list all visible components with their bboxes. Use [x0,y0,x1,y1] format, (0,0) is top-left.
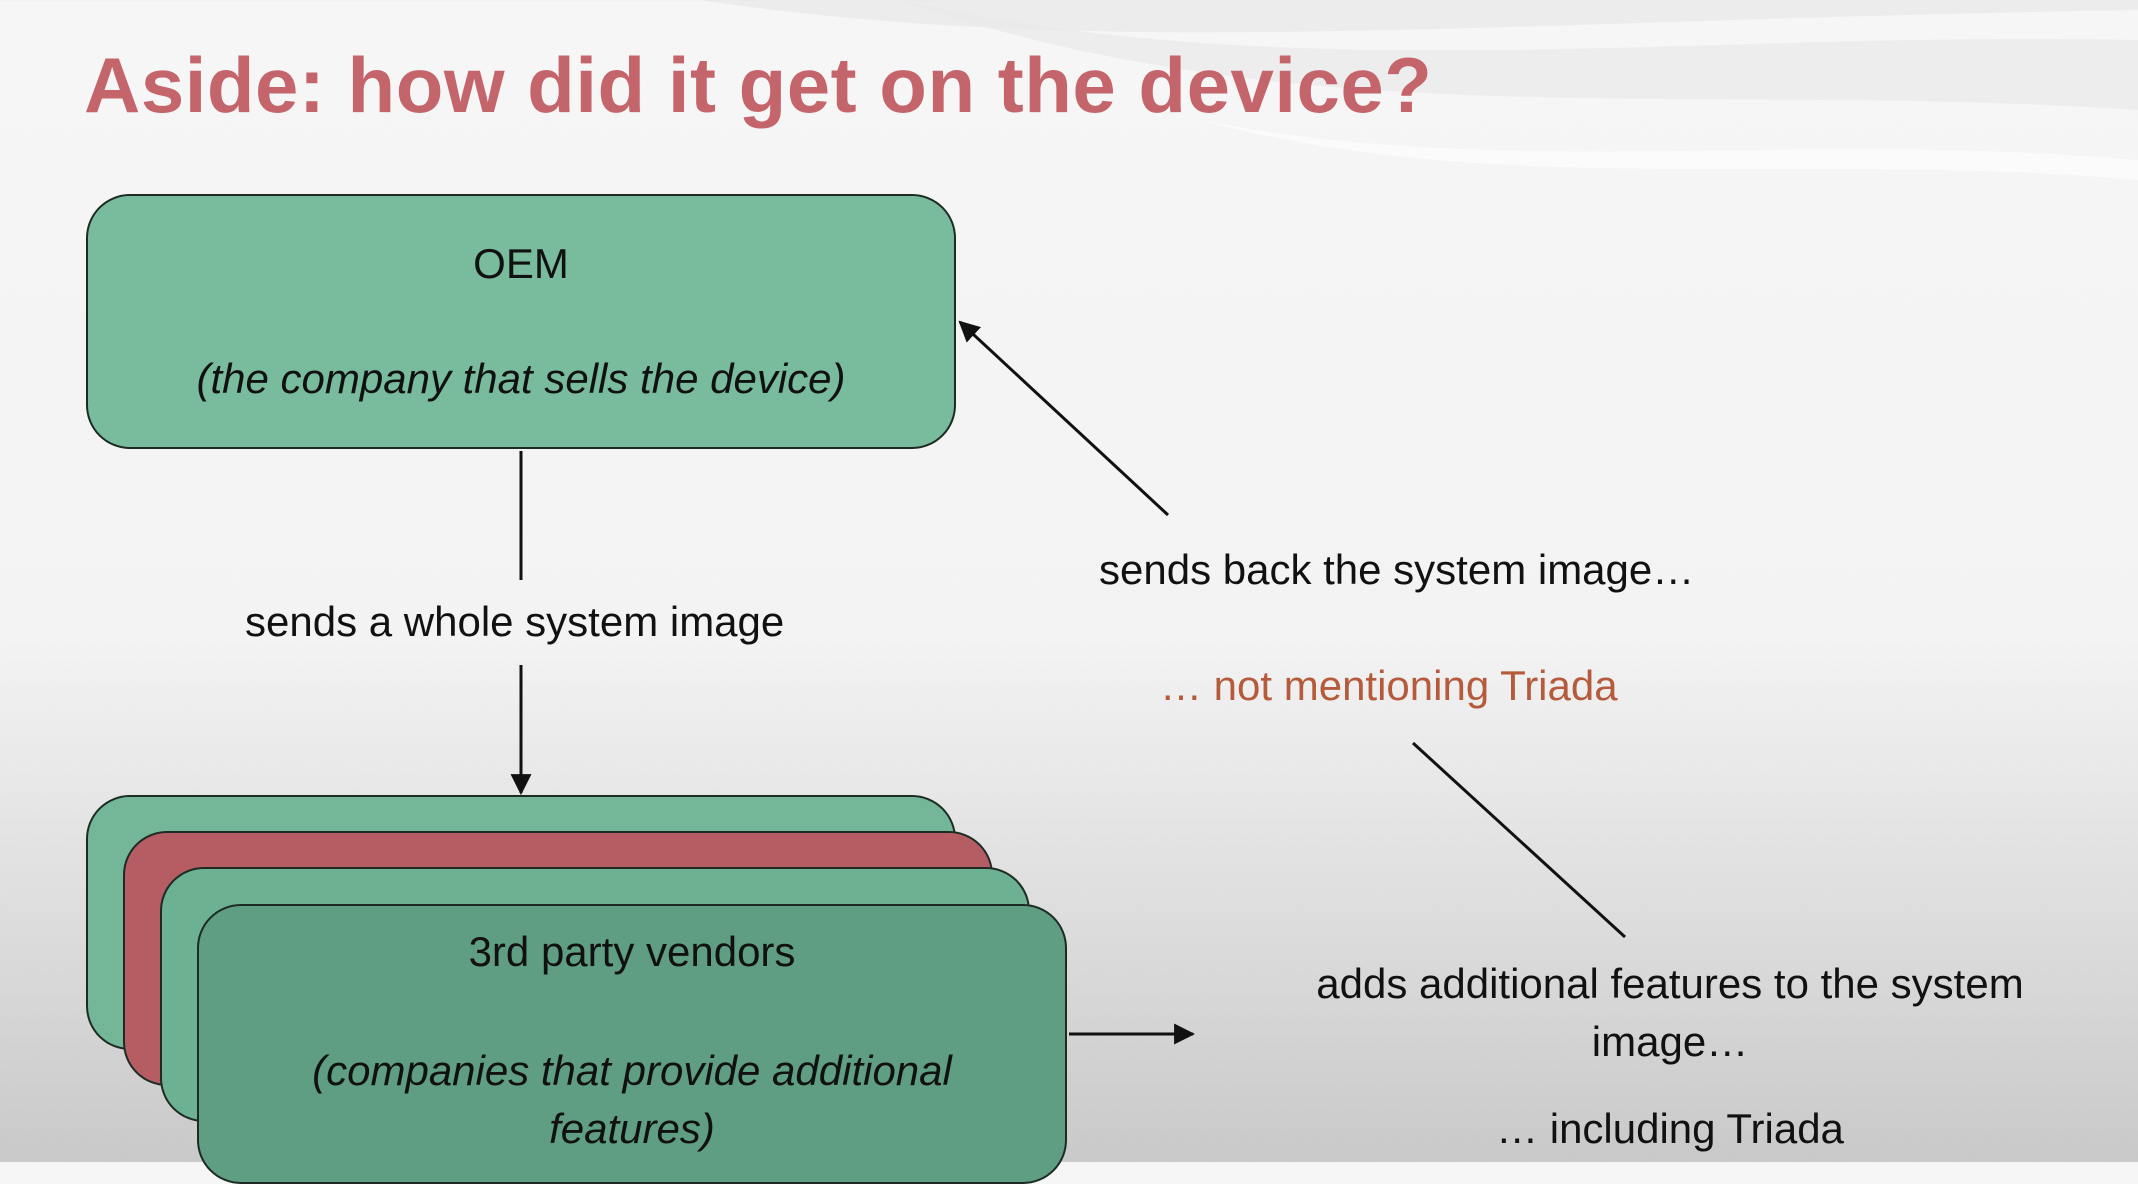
oem-title: OEM [473,240,569,287]
sends-system-image-label: sends a whole system image [245,598,785,645]
including-triada-label: … including Triada [1496,1105,1844,1152]
not-mentioning-triada-label: … not mentioning Triada [1160,662,1618,709]
oem-description: (the company that sells the device) [196,355,846,402]
adds-features-line1: adds additional features to the system [1316,960,2024,1007]
adds-features-line2: image… [1591,1018,1749,1065]
vendors-title: 3rd party vendors [468,928,796,975]
back-to-oem-arrow [958,320,1170,517]
adds-features-label: adds additional features to the system i… [1260,955,2080,1071]
add-features-connector [1411,741,1627,939]
vendors-description: (companies that provide additional featu… [312,1047,952,1152]
oem-box: OEM (the company that sells the device) [86,194,956,449]
vendors-box: 3rd party vendors (companies that provid… [197,904,1067,1184]
sends-back-label: sends back the system image… [1099,546,1695,593]
slide-title: Aside: how did it get on the device? [84,41,1433,129]
